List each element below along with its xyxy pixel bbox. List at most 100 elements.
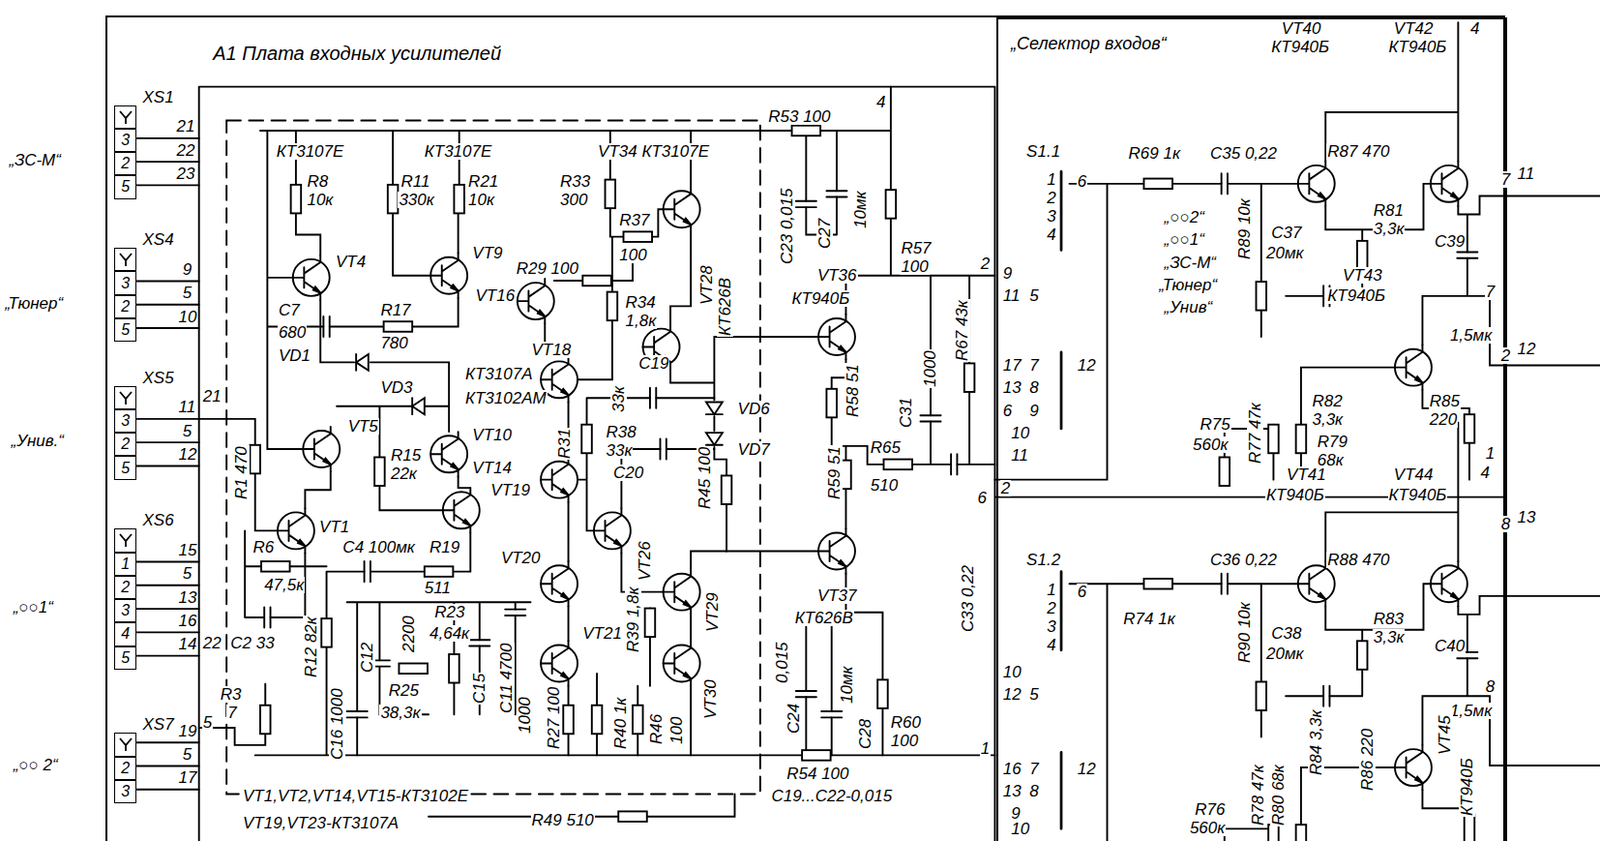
resistor-symbol [592,705,603,735]
part-label-vertical: C15 [471,672,488,705]
transistor-symbol [293,255,330,300]
part-label: 1 [1484,444,1496,462]
part-label: КТ3107А [464,365,534,383]
connector-name: XS6 [141,511,175,529]
part-label-vertical: 1000 [921,349,939,388]
part-label-vertical: R90 10к [1236,600,1253,664]
diode-symbol [412,397,425,415]
resistor-symbol [645,608,656,638]
part-label: КТ940Б [1270,38,1331,56]
part-label: R8 [305,173,329,190]
part-label: 5 [1028,685,1039,703]
part-label-vertical: VT29 [704,591,721,633]
part-label: R65 [869,439,902,456]
part-label: R15 [389,446,422,464]
part-label: VT44 [1392,466,1435,483]
part-label-vertical: 2200 [400,614,417,653]
part-label: 1 [1045,581,1057,598]
pin-cell: 2 [114,756,137,780]
part-label: C2 33 [229,634,275,652]
part-label-vertical: КТ626В [716,276,734,337]
part-label: 7 [226,704,238,721]
part-label: 9 [1002,265,1013,282]
part-label: 7 [1484,283,1496,300]
part-label: C40 [1433,637,1466,654]
pin-cell: 2 [114,432,137,456]
board-frame: A1 Плата входных усилителей„Селектор вхо… [105,15,1506,841]
resistor-symbol [792,125,822,137]
part-label: 5 [202,713,213,731]
shield-symbol [118,389,134,406]
pin-number: 2 [120,436,130,452]
part-label-vertical: R45 100 [696,445,713,510]
pin-cell: 3 [114,779,137,803]
part-label-vertical: R86 220 [1359,726,1376,791]
part-label: 4 [1045,226,1057,243]
part-label: 8 [1484,678,1496,695]
pin-cell: 5 [114,646,137,670]
part-label: VT43 [1341,266,1384,284]
part-label: 10 [177,308,199,326]
pin-number: 5 [120,322,130,338]
part-label: 23 [175,165,196,182]
part-label: R81 [1372,202,1405,219]
part-label: R3 [219,685,243,703]
shield-pin [114,385,137,410]
part-label: 220 [1428,411,1458,428]
part-label: 6 [1002,402,1013,419]
part-label: R25 [387,681,420,699]
part-label: 16 [1002,760,1023,777]
transistor-symbol [593,507,631,553]
part-label: 3,3к [1310,411,1344,428]
part-label: 3 [1045,207,1057,225]
capacitor-symbol [796,690,817,697]
part-label-vertical: VT30 [702,678,719,720]
pin-number: 3 [120,602,130,619]
pin-cell: 2 [114,151,137,176]
frame-title: A1 Плата входных усилителей [210,42,504,64]
transistor-symbol [430,253,468,298]
part-label: 38,3к [379,704,421,721]
part-label: C36 0,22 [1209,551,1278,568]
part-label-vertical: R46 [648,712,665,745]
part-label-vertical: VT45 [1436,713,1453,756]
pin-number: 3 [120,413,130,429]
part-label: VT36 [816,266,859,284]
part-label: 22к [389,465,418,482]
part-label: 10к [305,191,334,208]
part-label: 11 [1009,446,1030,464]
pin-cell: 4 [114,622,137,646]
part-label: R82 [1310,392,1343,410]
part-label: C20 [612,464,645,481]
wire [134,138,199,790]
part-label-vertical: C23 0,015 [778,187,796,266]
part-label-vertical: R31 [556,426,573,459]
part-label-vertical: C31 [897,396,915,429]
capacitor-symbol [659,438,666,459]
part-label: R17 [379,301,412,319]
part-label: 13 [1002,379,1023,396]
resistor-symbol [387,184,399,214]
part-label-vertical: C11 4700 [498,642,515,714]
part-label: 11 [1002,287,1022,304]
capacitor-symbol [323,316,329,337]
connector-name: XS4 [141,231,175,248]
amplifier-boundary [226,119,761,794]
part-label: 330к [397,191,435,208]
part-label: R33 [559,173,592,190]
part-label: КТ940Б [1388,486,1449,504]
part-label: R88 470 [1326,551,1391,568]
part-label: R60 [889,713,922,731]
part-label: VD1 [277,347,312,364]
part-label: C38 [1270,624,1303,642]
part-label: R69 1к [1127,145,1182,162]
part-label: 5 [1028,287,1039,304]
part-label: 13 [177,589,199,606]
part-label: 8 [1028,379,1039,396]
capacitor-symbol [650,387,656,409]
part-label: „○○1“ [12,598,55,616]
part-label: 20мк [1265,244,1305,262]
part-label: 4 [875,93,887,111]
connector-name: XS5 [141,369,175,386]
capacitor-symbol [821,711,842,717]
